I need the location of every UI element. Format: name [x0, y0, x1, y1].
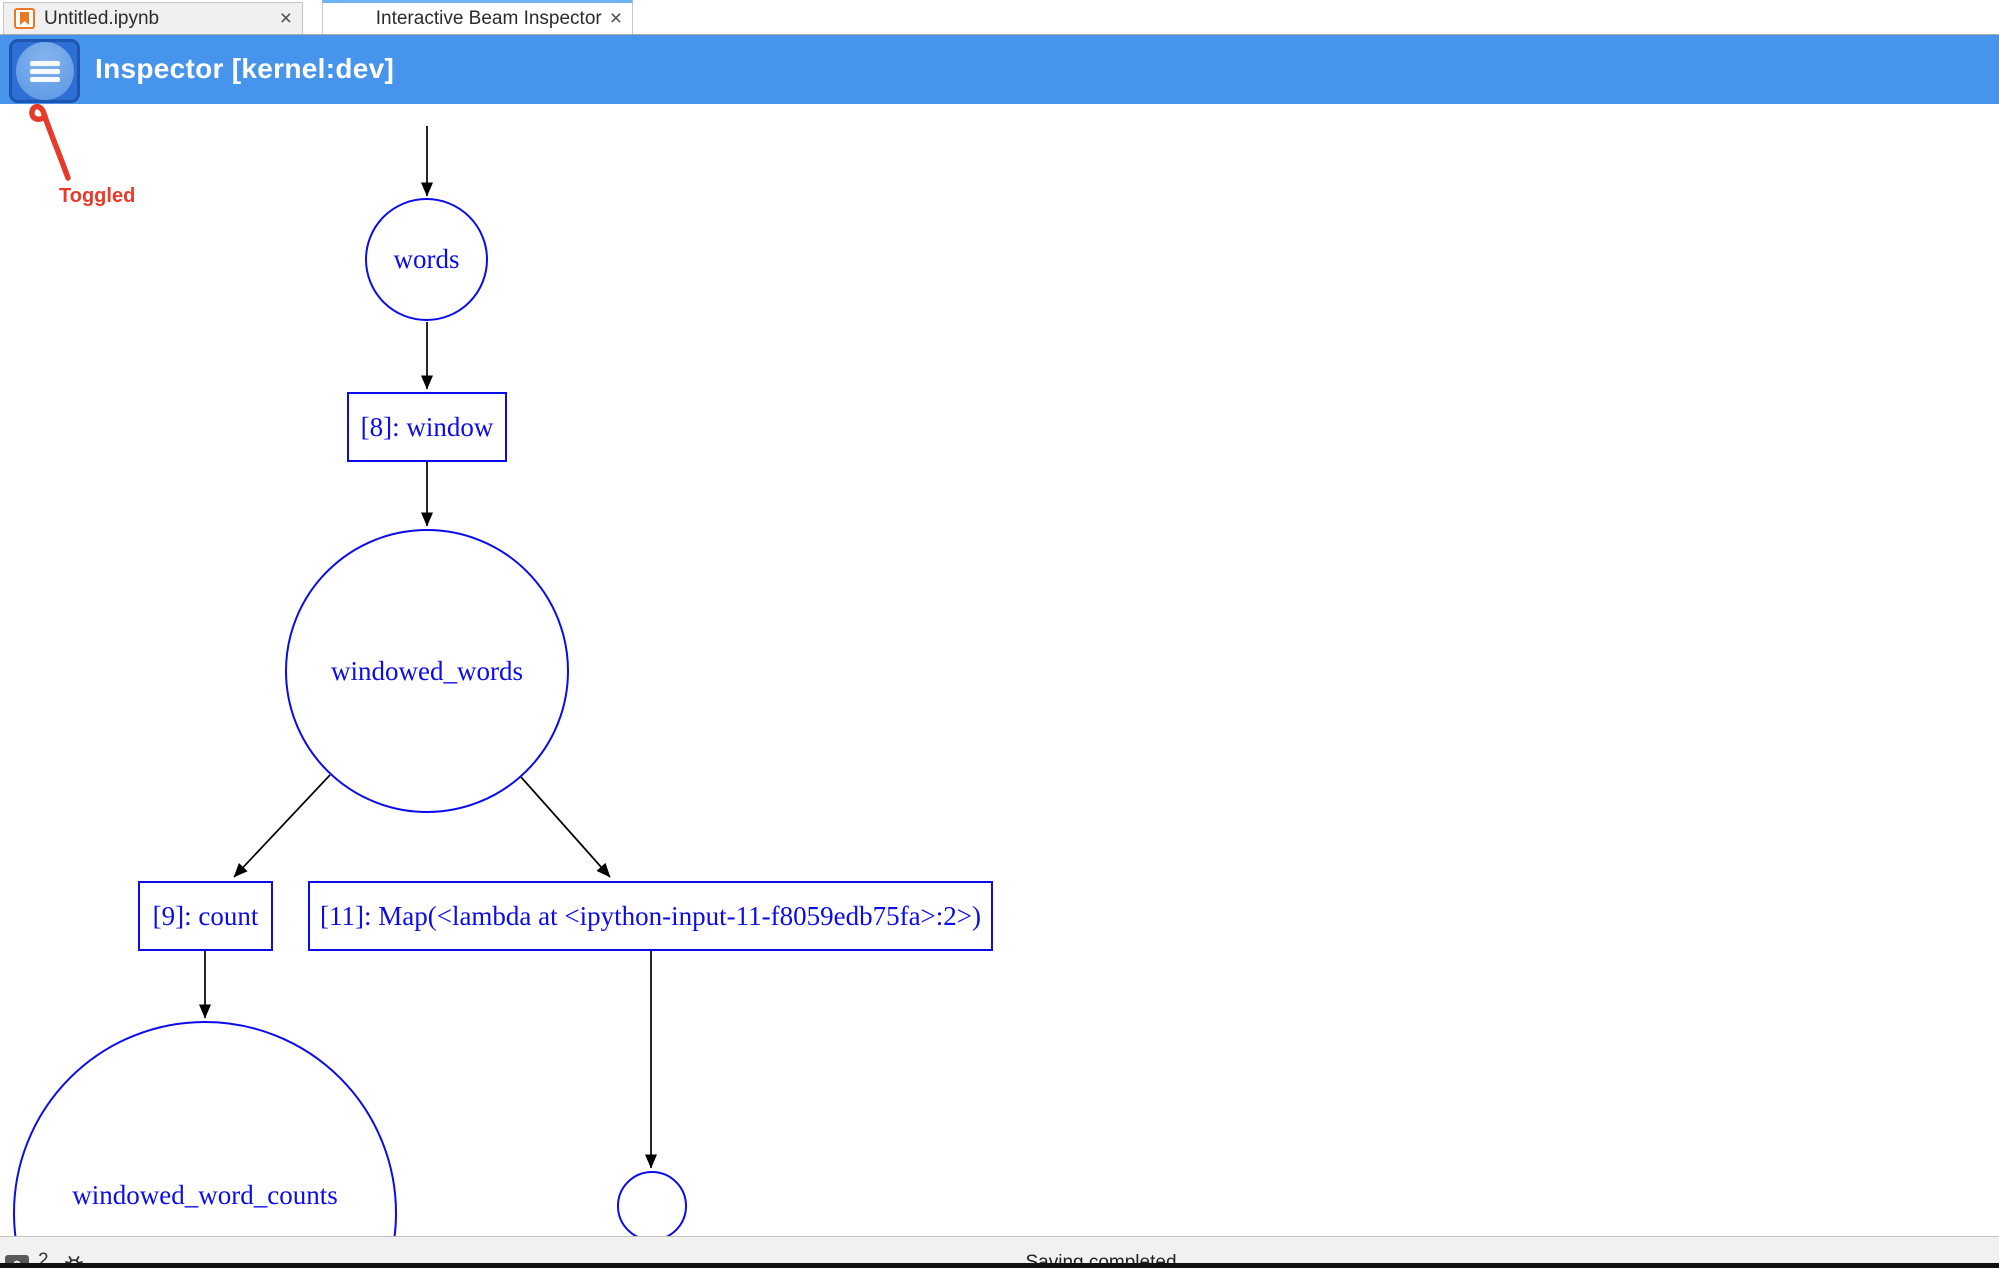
tab-label: Untitled.ipynb	[44, 7, 160, 29]
node-windowed-words[interactable]: windowed_words	[285, 529, 569, 813]
node-words[interactable]: words	[365, 198, 488, 321]
node-map-lambda[interactable]: [11]: Map(<lambda at <ipython-input-11-f…	[308, 881, 993, 951]
graph-edge	[520, 776, 611, 878]
node-windowed-word-counts[interactable]: windowed_word_counts	[13, 1021, 397, 1268]
tab-untitled-notebook[interactable]: Untitled.ipynb ×	[3, 2, 303, 34]
inspector-header: Inspector [kernel:dev]	[0, 34, 1999, 104]
node-label: windowed_words	[331, 655, 523, 686]
node-count[interactable]: [9]: count	[138, 881, 273, 951]
hamburger-icon	[15, 42, 74, 100]
annotation-arrow	[29, 103, 71, 181]
node-label: [11]: Map(<lambda at <ipython-input-11-f…	[320, 900, 981, 931]
tab-label: Interactive Beam Inspector	[375, 7, 602, 29]
notebook-icon	[14, 8, 35, 29]
graph-edge	[233, 774, 331, 878]
node-window[interactable]: [8]: window	[347, 392, 507, 462]
window-bottom-edge	[0, 1263, 1999, 1268]
menu-toggle-button[interactable]	[9, 39, 80, 103]
tab-interactive-beam-inspector[interactable]: Interactive Beam Inspector ×	[322, 0, 633, 34]
page-title: Inspector [kernel:dev]	[95, 53, 395, 84]
node-anonymous-pcollection[interactable]	[617, 1171, 687, 1241]
close-icon[interactable]: ×	[609, 7, 622, 30]
node-label: windowed_word_counts	[72, 1179, 338, 1210]
toggled-annotation-label: Toggled	[59, 185, 136, 207]
node-label: [9]: count	[152, 900, 259, 931]
terminal-count: 2	[38, 1250, 49, 1268]
tab-bar: Untitled.ipynb × Interactive Beam Inspec…	[0, 0, 1999, 35]
close-icon[interactable]: ×	[279, 7, 292, 30]
node-label: [8]: window	[360, 411, 494, 442]
node-label: words	[393, 244, 460, 274]
notebook-bookmark-glyph	[20, 12, 29, 25]
